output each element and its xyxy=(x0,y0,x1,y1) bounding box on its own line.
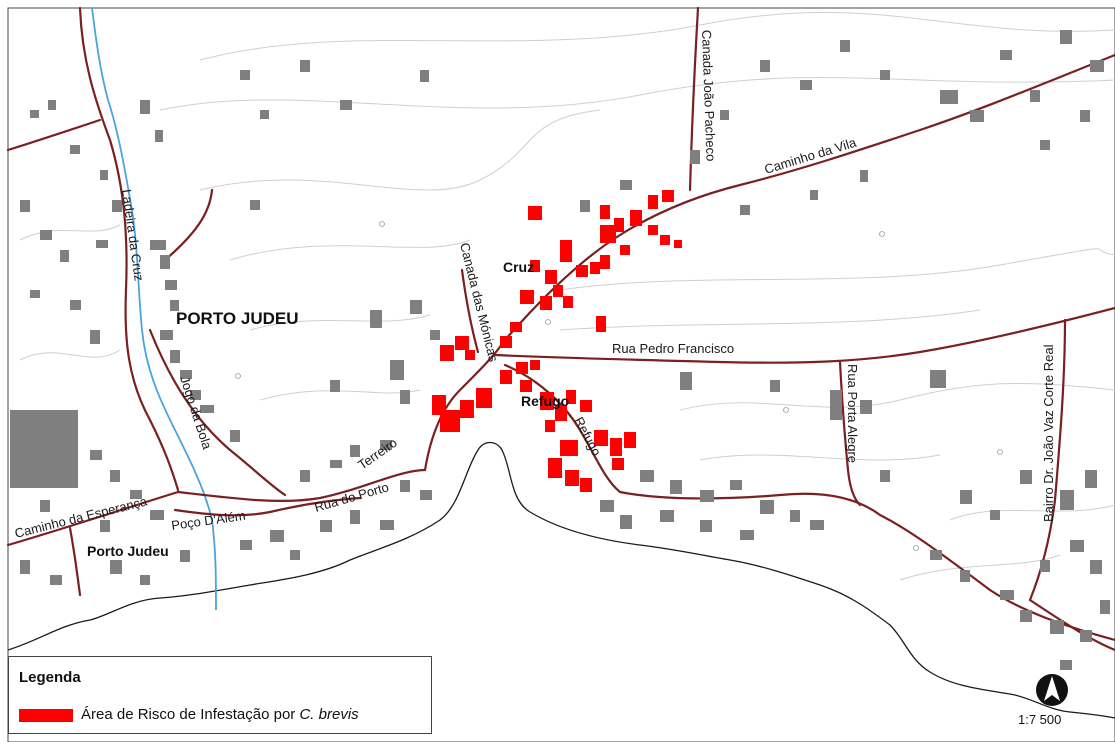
road-network xyxy=(6,6,1115,652)
legend-risk-swatch xyxy=(19,709,73,722)
map-frame xyxy=(7,7,1115,742)
place-label-cruz: Cruz xyxy=(503,259,534,275)
street-label-bairro-joao-vaz: Bairro Dr. João Vaz Corte Real xyxy=(1041,344,1056,522)
map-legend: Legenda Área de Risco de Infestação por … xyxy=(8,656,432,734)
street-label-rua-porta-alegre: Rua Porta Alegre xyxy=(845,364,860,463)
place-label-refugo: Refugo xyxy=(521,393,569,409)
place-label-porto-judeu: PORTO JUDEU xyxy=(176,309,299,328)
legend-species-name: C. brevis xyxy=(299,706,359,723)
north-arrow-icon xyxy=(1036,674,1068,706)
buildings xyxy=(10,30,1110,670)
place-label-porto-judeu-small: Porto Judeu xyxy=(87,543,169,559)
street-label-rua-pedro-francisco: Rua Pedro Francisco xyxy=(612,341,734,356)
street-label-canada-joao-pacheco: Canada João Pacheco xyxy=(699,30,719,162)
legend-title: Legenda xyxy=(19,669,81,686)
coastline xyxy=(7,441,1115,719)
contour-lines xyxy=(19,11,1115,581)
legend-risk-text: Área de Risco de Infestação por xyxy=(81,706,300,723)
legend-risk-label: Área de Risco de Infestação por C. brevi… xyxy=(81,706,359,723)
scale-text: 1:7 500 xyxy=(1018,712,1062,727)
stream xyxy=(91,7,217,611)
risk-areas xyxy=(432,190,682,492)
survey-points xyxy=(235,221,1003,551)
